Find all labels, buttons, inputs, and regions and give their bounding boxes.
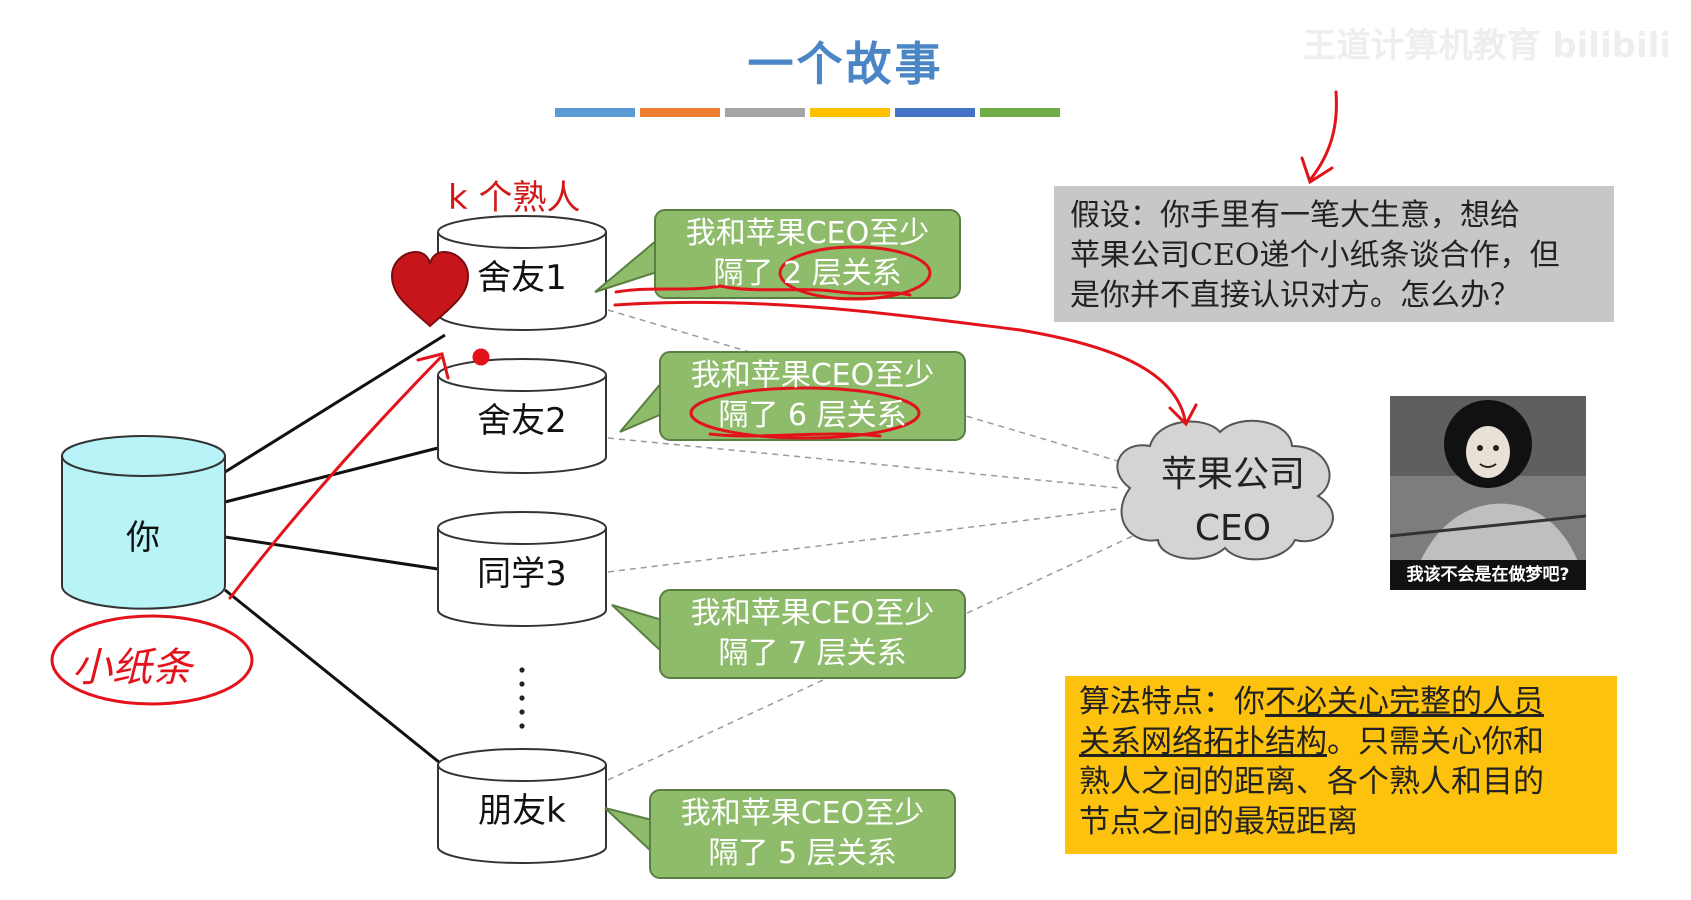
title-color-bar-segment xyxy=(810,108,890,117)
assumption-line2: 苹果公司CEO递个小纸条谈合作，但 xyxy=(1070,238,1560,273)
title-color-bar-segment xyxy=(640,108,720,117)
speech-bubble-friendk xyxy=(604,789,956,879)
watermark: 王道计算机教育 bilibili xyxy=(1302,26,1671,66)
algorithm-line3: 熟人之间的距离、各个熟人和目的 xyxy=(1079,764,1544,800)
title-color-bar-segment xyxy=(980,108,1060,117)
meme-image: 我该不会是在做梦吧? xyxy=(1390,396,1586,590)
algorithm-box: 算法特点：你不必关心完整的人员 关系网络拓扑结构。只需关心你和 熟人之间的距离、… xyxy=(1065,676,1617,854)
edge-classmate3-ceo xyxy=(607,507,1126,573)
algorithm-underlined2: 关系网络拓扑结构 xyxy=(1079,724,1327,760)
assumption-line3: 是你并不直接认识对方。怎么办？ xyxy=(1070,278,1520,313)
algorithm-line1: 算法特点：你不必关心完整的人员 xyxy=(1079,682,1603,722)
speech-bubble-classmate3 xyxy=(611,589,966,679)
algorithm-line2: 关系网络拓扑结构。只需关心你和 xyxy=(1079,722,1603,762)
acquaintance-label-friendk: 朋友k xyxy=(478,791,566,831)
bubble-text-roommate2: 我和苹果CEO至少隔了 6 层关系 xyxy=(673,356,953,436)
algorithm-line2-rest: 。只需关心你和 xyxy=(1327,724,1544,760)
k-acquaintances-label: k 个熟人 xyxy=(448,178,581,218)
bubble-line2: 隔了 6 层关系 xyxy=(718,398,907,433)
cylinder-classmate3 xyxy=(437,511,607,627)
edge-roommate1-ceo xyxy=(607,309,1129,465)
you-cylinder xyxy=(61,435,226,610)
bubble-line1: 我和苹果CEO至少 xyxy=(685,216,930,251)
heart-icon xyxy=(390,250,470,328)
edge-roommate2-ceo xyxy=(607,437,1121,489)
speech-bubble-roommate2 xyxy=(619,351,966,441)
algorithm-line4: 节点之间的最短距离 xyxy=(1079,804,1358,840)
you-label: 你 xyxy=(126,518,160,558)
you-connections xyxy=(224,333,456,777)
ceo-label-line2: CEO xyxy=(1194,508,1272,549)
meme-caption: 我该不会是在做梦吧? xyxy=(1390,560,1586,590)
ceo-label: 苹果公司 CEO xyxy=(1128,448,1338,556)
bubble-line2: 隔了 2 层关系 xyxy=(713,256,902,291)
acquaintance-label-roommate1: 舍友1 xyxy=(477,258,567,298)
bubble-line1: 我和苹果CEO至少 xyxy=(690,596,935,631)
ceo-cloud xyxy=(1116,419,1334,561)
algorithm-underlined1: 不必关心完整的人员 xyxy=(1265,684,1544,720)
cylinder-friendk xyxy=(437,748,607,864)
assumption-box: 假设：你手里有一笔大生意，想给 苹果公司CEO递个小纸条谈合作，但 是你并不直接… xyxy=(1054,186,1614,322)
cylinder-roommate2 xyxy=(437,358,607,474)
bubble-line1: 我和苹果CEO至少 xyxy=(690,358,935,393)
slide-title: 一个故事 xyxy=(747,37,944,91)
bubble-text-friendk: 我和苹果CEO至少隔了 5 层关系 xyxy=(663,794,943,874)
title-color-bar-segment xyxy=(895,108,975,117)
ceo-label-line1: 苹果公司 xyxy=(1160,454,1305,495)
assumption-line1: 假设：你手里有一笔大生意，想给 xyxy=(1070,198,1520,233)
bubble-text-roommate1: 我和苹果CEO至少隔了 2 层关系 xyxy=(668,214,948,294)
acquaintance-label-roommate2: 舍友2 xyxy=(477,401,567,441)
cylinder-roommate1 xyxy=(437,215,607,331)
title-color-bar-segment xyxy=(725,108,805,117)
acquaintance-label-classmate3: 同学3 xyxy=(477,554,567,594)
algorithm-prefix: 算法特点：你 xyxy=(1079,684,1265,720)
handwritten-note: 小纸条 xyxy=(72,645,192,691)
edge-you-classmate3 xyxy=(224,535,439,571)
bubble-line2: 隔了 5 层关系 xyxy=(708,836,897,871)
ellipsis-dots xyxy=(519,667,525,729)
bubble-line1: 我和苹果CEO至少 xyxy=(680,796,925,831)
edge-you-friendk xyxy=(224,588,456,777)
edge-you-roommate1 xyxy=(224,333,446,474)
bubble-line2: 隔了 7 层关系 xyxy=(718,636,907,671)
bubble-text-classmate3: 我和苹果CEO至少隔了 7 层关系 xyxy=(673,594,953,674)
title-color-bar-segment xyxy=(555,108,635,117)
